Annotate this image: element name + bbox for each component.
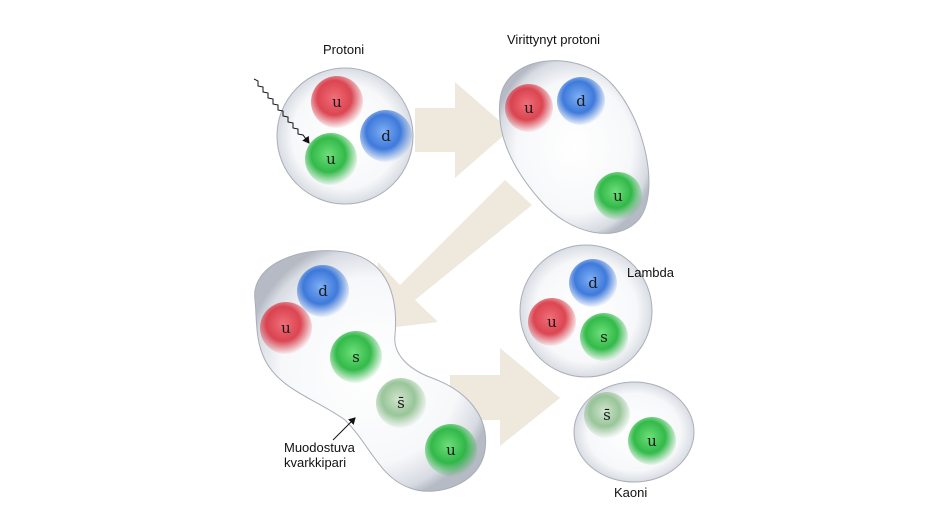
quark-label: s̄ (397, 394, 405, 412)
quark-pair-label-line1: Muodostuva (284, 440, 355, 455)
kaon-quarks: s̄ u (584, 392, 676, 465)
quark-pale-green (584, 392, 630, 438)
quark-red (260, 302, 312, 354)
quark-green (305, 133, 357, 185)
quark-green (580, 313, 628, 361)
quark-label: d (576, 92, 586, 110)
lambda-quarks: d u s (528, 259, 628, 361)
quark-pair-pointer-arrow (332, 417, 356, 441)
quark-label: u (547, 313, 557, 331)
quark-label: d (588, 274, 598, 292)
quark-label: u (332, 93, 342, 111)
quark-pair-label-line2: kvarkkipari (284, 455, 347, 470)
quark-pair-label: Muodostuva kvarkkipari (284, 440, 355, 470)
quark-label: s (600, 328, 608, 346)
quark-label: u (647, 432, 657, 450)
quark-label: u (281, 319, 291, 337)
excited-proton-quarks: u d u (505, 77, 642, 220)
quark-blue (557, 77, 605, 125)
quark-green (594, 172, 642, 220)
quark-green (330, 331, 382, 383)
arrow-diagonal (370, 180, 532, 330)
arrow-right-bottom (450, 348, 560, 446)
quark-red (528, 298, 576, 346)
proton-quarks: u d u (305, 76, 412, 185)
quark-label: d (318, 282, 328, 300)
transition-arrows (370, 82, 560, 446)
quark-blue (569, 259, 617, 307)
quark-label: d (381, 127, 391, 145)
quark-label: u (326, 150, 336, 168)
quark-pale-green (376, 378, 426, 428)
quark-label: u (446, 441, 456, 459)
quark-label: u (524, 99, 534, 117)
quark-label: s (352, 348, 360, 366)
quark-blue (360, 110, 412, 162)
quark-label: s̄ (603, 406, 611, 424)
quark-red (505, 84, 553, 132)
quark-blue (297, 265, 349, 317)
splitting-quarks: d u s s̄ u (260, 265, 477, 476)
lambda-label: Lambda (627, 265, 674, 280)
proton-label: Protoni (323, 42, 365, 57)
excited-proton-label: Virittynyt protoni (507, 32, 600, 47)
quark-label: u (613, 187, 623, 205)
quark-red (311, 76, 363, 128)
arrow-right-top (415, 82, 510, 178)
quark-green (425, 424, 477, 476)
quark-green (628, 417, 676, 465)
photon-wavy-line (253, 78, 310, 144)
kaon-label: Kaoni (614, 485, 648, 500)
